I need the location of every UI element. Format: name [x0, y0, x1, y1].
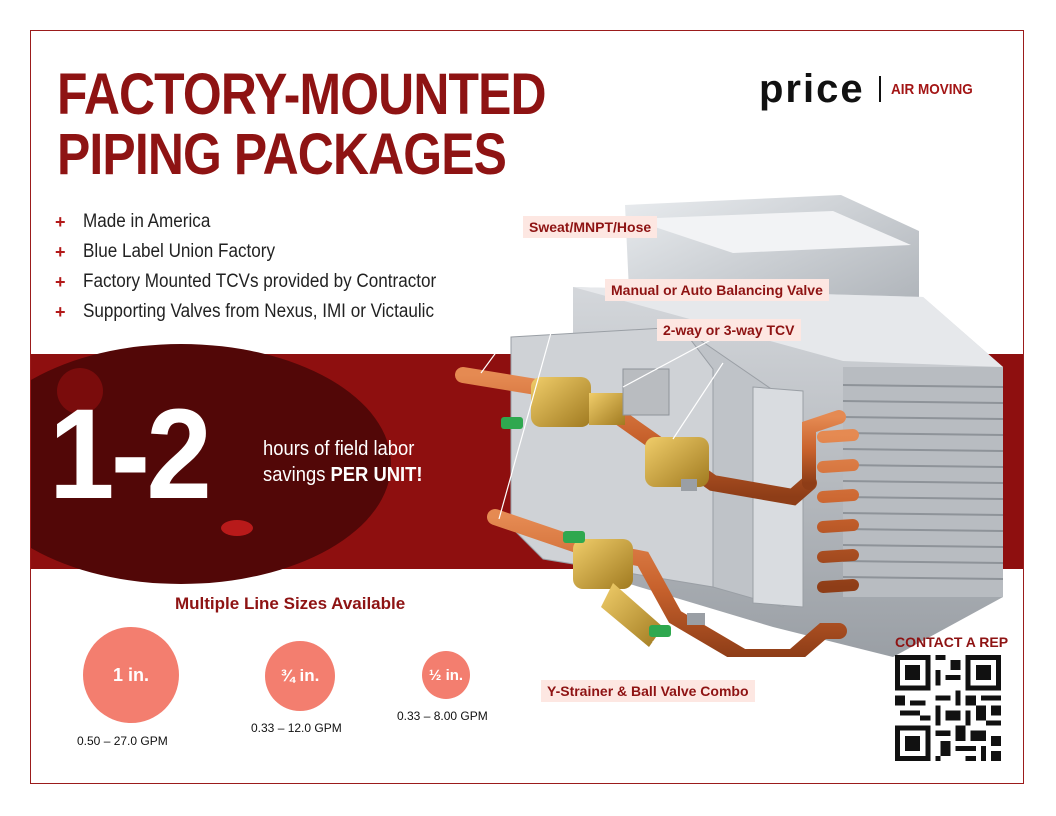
band-decor-dot	[221, 520, 253, 536]
feature-item: + Supporting Valves from Nexus, IMI or Vi…	[55, 297, 476, 327]
plus-icon: +	[55, 241, 66, 262]
callout-leaders	[480, 260, 736, 657]
contact-qr-code-icon[interactable]	[895, 655, 1001, 761]
contact-rep-label: CONTACT A REP	[895, 634, 1009, 650]
labor-savings-text: hours of field labor savings PER UNIT!	[263, 436, 423, 488]
callout-y-strainer: Y-Strainer & Ball Valve Combo	[541, 680, 755, 702]
page-title: FACTORY-MOUNTED PIPING PACKAGES	[57, 62, 547, 187]
title-line-1: FACTORY-MOUNTED	[57, 62, 547, 127]
line-sizes-title: Multiple Line Sizes Available	[175, 594, 406, 613]
callout-tcv: 2-way or 3-way TCV	[657, 319, 801, 341]
line-size-1-2in: ½ in.	[422, 651, 470, 699]
fan-coil-unit-illustration	[455, 195, 1004, 657]
feature-text: Blue Label Union Factory	[83, 241, 276, 262]
feature-text: Supporting Valves from Nexus, IMI or Vic…	[83, 301, 435, 322]
brand-logo[interactable]: price AIR MOVING	[759, 69, 981, 109]
savings-prefix: savings	[263, 464, 331, 486]
feature-text: Factory Mounted TCVs provided by Contrac…	[83, 271, 437, 292]
feature-item: + Factory Mounted TCVs provided by Contra…	[55, 267, 476, 297]
title-line-2: PIPING PACKAGES	[57, 122, 507, 187]
logo-wordmark: price	[759, 67, 865, 111]
labor-savings-value: 1-2	[49, 383, 212, 526]
gpm-range-3-4in: 0.33 – 12.0 GPM	[251, 721, 342, 735]
callout-sweat-mnpt-hose: Sweat/MNPT/Hose	[523, 216, 658, 238]
feature-list: + Made in America + Blue Label Union Facto…	[55, 207, 476, 327]
logo-divider	[878, 76, 881, 102]
savings-emphasis: PER UNIT!	[330, 464, 423, 486]
gpm-range-1-2in: 0.33 – 8.00 GPM	[397, 709, 488, 723]
plus-icon: +	[55, 301, 66, 322]
feature-item: + Made in America	[55, 207, 476, 237]
valve-assembly	[501, 368, 709, 647]
line-size-3-4in: ¾ in.	[265, 641, 335, 711]
savings-line-2: savings PER UNIT!	[263, 462, 423, 488]
flyer-frame: FACTORY-MOUNTED PIPING PACKAGES price AI…	[30, 30, 1024, 784]
band-decor-dot	[57, 368, 103, 414]
plus-icon: +	[55, 271, 66, 292]
callout-balancing-valve: Manual or Auto Balancing Valve	[605, 279, 829, 301]
savings-line-1: hours of field labor	[263, 438, 415, 460]
plus-icon: +	[55, 211, 66, 232]
line-size-1in: 1 in.	[83, 627, 179, 723]
feature-text: Made in America	[83, 211, 211, 232]
logo-tagline: AIR MOVING	[890, 80, 973, 98]
feature-item: + Blue Label Union Factory	[55, 237, 476, 267]
gpm-range-1in: 0.50 – 27.0 GPM	[77, 734, 168, 748]
